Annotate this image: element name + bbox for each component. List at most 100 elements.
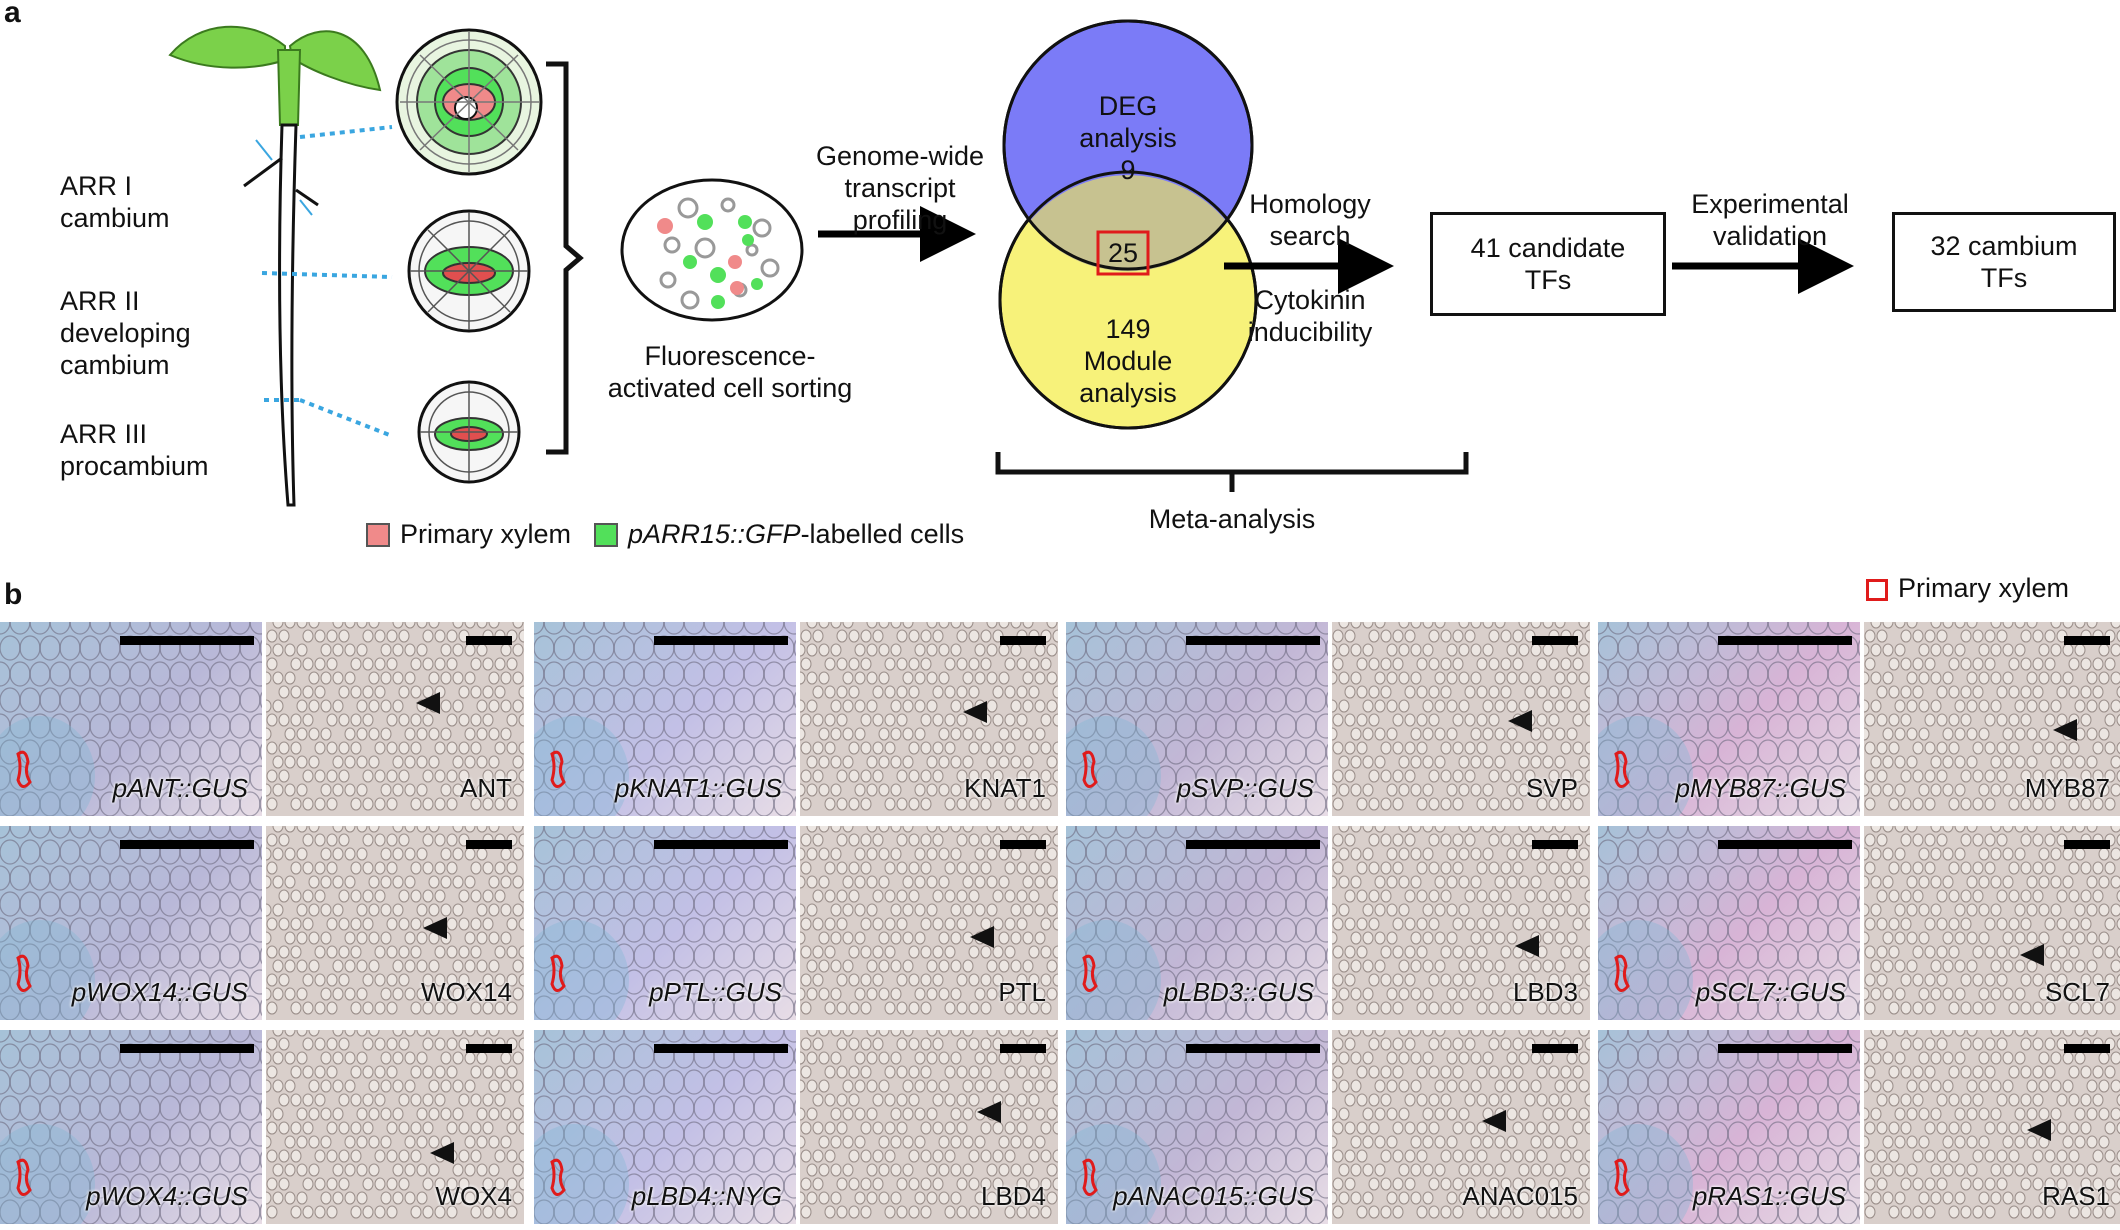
reporter-label: pANAC015::GUS — [1113, 1181, 1314, 1211]
scale-bar — [120, 1044, 254, 1053]
gene-label: SCL7 — [2044, 977, 2110, 1007]
scale-bar — [654, 1044, 788, 1053]
section-micrograph: KNAT1 — [800, 622, 1058, 816]
legend-gfp-cells: pARR15::GFP-labelled cells — [594, 518, 964, 550]
scale-bar — [1532, 840, 1578, 849]
gene-label: KNAT1 — [964, 773, 1046, 803]
scale-bar — [1186, 1044, 1320, 1053]
gene-label: ANT — [460, 773, 512, 803]
arrowhead-marker — [2053, 719, 2077, 741]
section-micrograph: ANT — [266, 622, 524, 816]
gus-micrograph: pANT::GUS — [0, 622, 262, 816]
legend-primary-xylem-b: Primary xylem — [1866, 572, 2069, 604]
arrowhead-marker — [430, 1142, 454, 1164]
scale-bar — [1718, 840, 1852, 849]
arrowhead-marker — [2027, 1119, 2051, 1141]
scale-bar — [466, 840, 512, 849]
reporter-label: pANT::GUS — [112, 773, 248, 803]
scale-bar — [1000, 1044, 1046, 1053]
scale-bar — [1532, 636, 1578, 645]
scale-bar — [1718, 636, 1852, 645]
gfp-swatch — [594, 523, 618, 547]
scale-bar — [1000, 636, 1046, 645]
xylem-outline-swatch — [1866, 579, 1888, 601]
arrowhead-marker — [970, 926, 994, 948]
reporter-label: pKNAT1::GUS — [614, 773, 782, 803]
gene-label: LBD3 — [1512, 977, 1578, 1007]
reporter-label: pWOX4::GUS — [86, 1181, 248, 1211]
panel-b-letter: b — [4, 578, 23, 611]
xylem-swatch — [366, 523, 390, 547]
facs-label: Fluorescence-activated cell sorting — [607, 341, 853, 403]
venn-diagram — [998, 19, 1258, 430]
section-micrograph: WOX14 — [266, 826, 524, 1020]
section-micrograph: ANAC015 — [1332, 1030, 1590, 1224]
gus-micrograph: pMYB87::GUS — [1598, 622, 1860, 816]
gus-micrograph: pRAS1::GUS — [1598, 1030, 1860, 1224]
arrowhead-marker — [2020, 944, 2044, 966]
arrowhead-marker — [1515, 935, 1539, 957]
gene-label: MYB87 — [2024, 773, 2110, 803]
scale-bar — [466, 636, 512, 645]
gene-label: PTL — [998, 977, 1046, 1007]
section-micrograph: RAS1 — [1864, 1030, 2120, 1224]
section-micrograph: SVP — [1332, 622, 1590, 816]
gene-label: WOX14 — [420, 977, 512, 1007]
cross-section-developing-cambium — [407, 209, 531, 333]
scale-bar — [1532, 1044, 1578, 1053]
gus-micrograph: pANAC015::GUS — [1066, 1030, 1328, 1224]
scale-bar — [1186, 636, 1320, 645]
gus-micrograph: pWOX14::GUS — [0, 826, 262, 1020]
gus-micrograph: pWOX4::GUS — [0, 1030, 262, 1224]
gene-label: LBD4 — [980, 1181, 1046, 1211]
section-micrograph: PTL — [800, 826, 1058, 1020]
section-micrograph: MYB87 — [1864, 622, 2120, 816]
arrowhead-marker — [977, 1101, 1001, 1123]
scale-bar — [2064, 1044, 2110, 1053]
reporter-label: pLBD3::GUS — [1163, 977, 1314, 1007]
arrowhead-marker — [1508, 710, 1532, 732]
section-micrograph: SCL7 — [1864, 826, 2120, 1020]
scale-bar — [466, 1044, 512, 1053]
scale-bar — [1186, 840, 1320, 849]
gus-micrograph: pSVP::GUS — [1066, 622, 1328, 816]
venn-overlap-count: 25 — [1107, 238, 1139, 268]
scale-bar — [1718, 1044, 1852, 1053]
reporter-label: pMYB87::GUS — [1675, 773, 1846, 803]
scale-bar — [2064, 636, 2110, 645]
section-micrograph: LBD3 — [1332, 826, 1590, 1020]
meta-analysis-label: Meta-analysis — [1148, 504, 1316, 534]
gene-label: WOX4 — [435, 1181, 512, 1211]
gus-micrograph: pLBD4::NYG — [534, 1030, 796, 1224]
gene-label: SVP — [1525, 773, 1578, 803]
cross-section-cambium — [395, 28, 543, 176]
gus-micrograph: pLBD3::GUS — [1066, 826, 1328, 1020]
gene-label: ANAC015 — [1462, 1181, 1578, 1211]
gus-micrograph: pKNAT1::GUS — [534, 622, 796, 816]
scale-bar — [2064, 840, 2110, 849]
reporter-label: pSCL7::GUS — [1695, 977, 1846, 1007]
legend-primary-xylem: Primary xylem — [366, 518, 571, 550]
arrowhead-marker — [1482, 1110, 1506, 1132]
panel-a-letter: a — [4, 0, 21, 29]
gus-micrograph: pPTL::GUS — [534, 826, 796, 1020]
scale-bar — [120, 636, 254, 645]
facs-tube — [620, 178, 804, 322]
panel-a-diagram — [168, 19, 1854, 507]
reporter-label: pWOX14::GUS — [71, 977, 248, 1007]
reporter-label: pLBD4::NYG — [631, 1181, 782, 1211]
gene-label: RAS1 — [2042, 1181, 2110, 1211]
arrowhead-marker — [416, 692, 440, 714]
seedling-illustration — [168, 25, 382, 507]
scale-bar — [654, 840, 788, 849]
scale-bar — [1000, 840, 1046, 849]
